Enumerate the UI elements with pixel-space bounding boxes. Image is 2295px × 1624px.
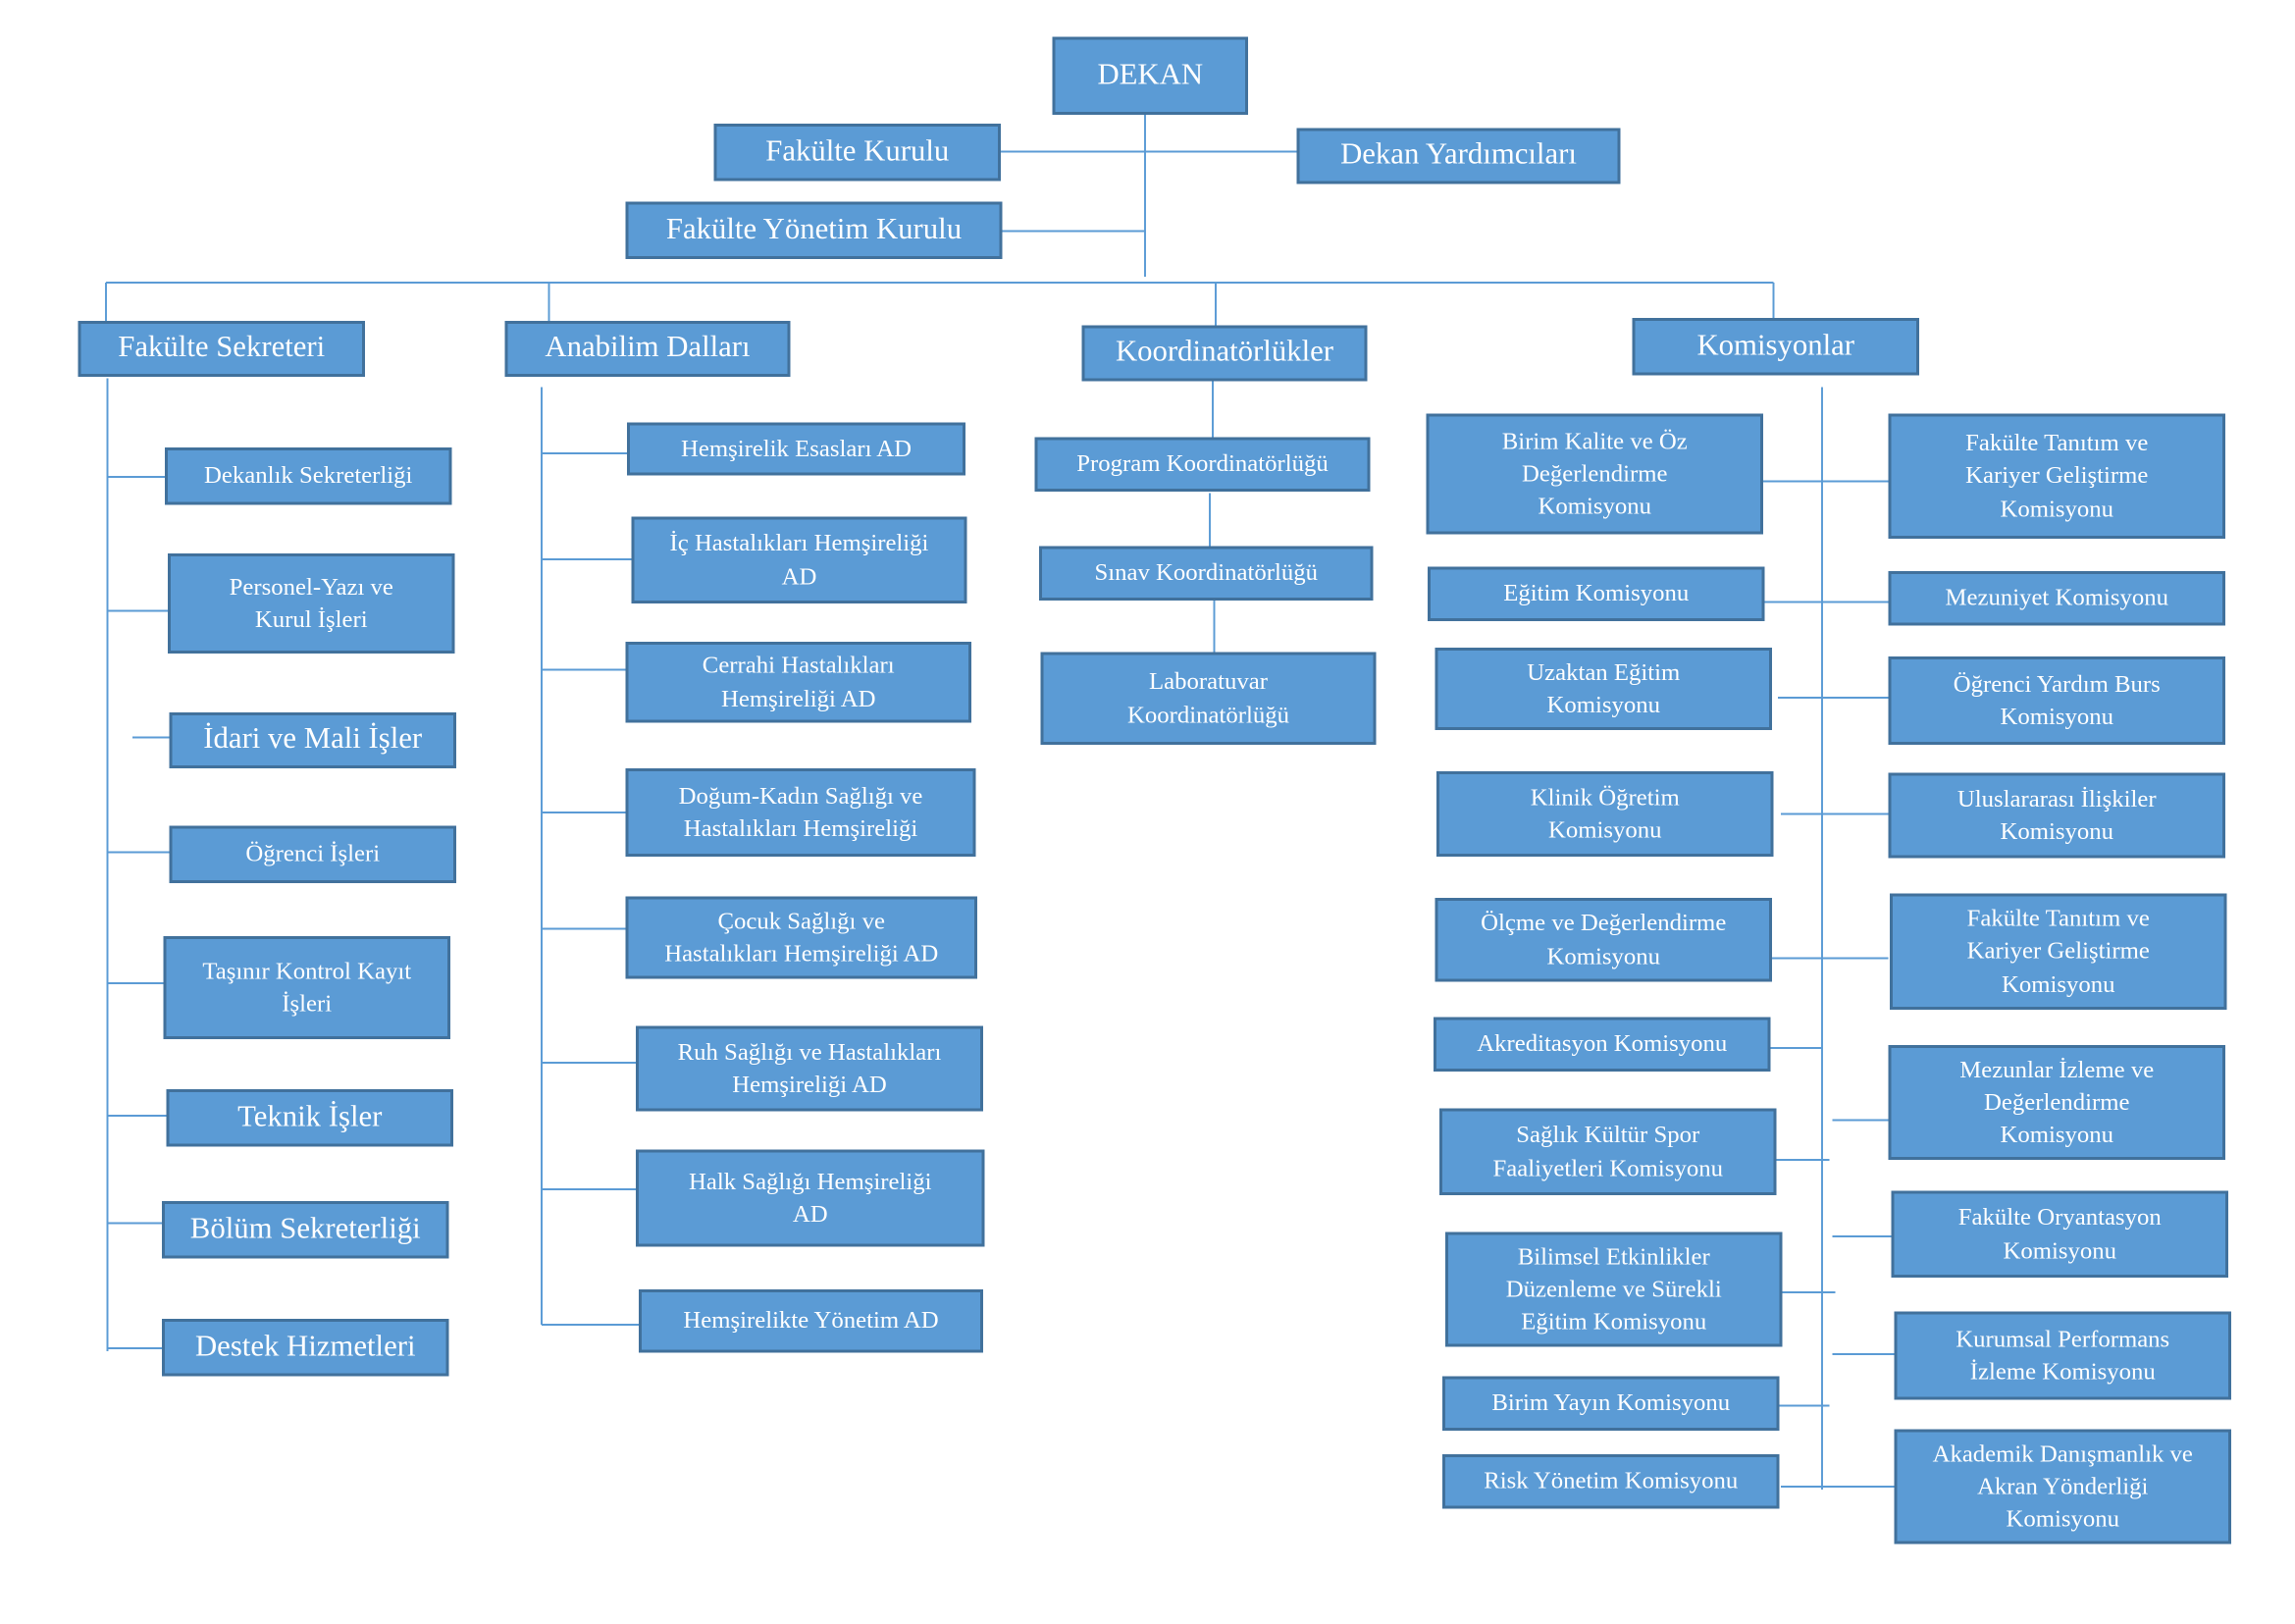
komisyon-item: Risk Yönetim Komisyonu <box>1442 1454 1780 1509</box>
koordinatorluk-item: Sınav Koordinatörlüğü <box>1039 546 1374 601</box>
komisyon-item: Bilimsel Etkinlikler Düzenleme ve Sürekl… <box>1445 1231 1783 1347</box>
anabilim-item: Ruh Sağlığı ve Hastalıkları Hemşireliği … <box>636 1025 983 1112</box>
komisyon-item: Birim Yayın Komisyonu <box>1442 1376 1780 1431</box>
anabilim-dallari-box: Anabilim Dalları <box>504 321 791 377</box>
sekreter-item: Destek Hizmetleri <box>162 1319 449 1377</box>
dekan-yardimcilari-box: Dekan Yardımcıları <box>1296 128 1621 184</box>
fakulte-sekreteri-box: Fakülte Sekreteri <box>78 321 365 377</box>
komisyon-item: Mezunlar İzleme ve Değerlendirme Komisyo… <box>1888 1045 2225 1160</box>
anabilim-item: Cerrahi Hastalıkları Hemşireliği AD <box>625 642 971 723</box>
komisyon-item: Fakülte Tanıtım ve Kariyer Geliştirme Ko… <box>1888 413 2225 539</box>
komisyon-item: Akademik Danışmanlık ve Akran Yönderliği… <box>1894 1429 2231 1545</box>
komisyon-item: Uluslararası İlişkiler Komisyonu <box>1888 772 2225 859</box>
komisyon-item: Klinik Öğretim Komisyonu <box>1436 771 1774 857</box>
komisyon-item: Fakülte Tanıtım ve Kariyer Geliştirme Ko… <box>1890 893 2227 1010</box>
sekreter-item: Bölüm Sekreterliği <box>162 1201 449 1259</box>
koordinatorluk-item: Program Koordinatörlüğü <box>1034 437 1371 492</box>
komisyonlar-box: Komisyonlar <box>1632 318 1919 376</box>
sekreter-item: Dekanlık Sekreterliği <box>165 447 452 505</box>
sekreter-item: İdari ve Mali İşler <box>169 712 456 768</box>
sekreter-item: Taşınır Kontrol Kayıt İşleri <box>163 936 450 1039</box>
komisyon-item: Sağlık Kültür Spor Faaliyetleri Komisyon… <box>1439 1108 1777 1195</box>
komisyon-item: Mezuniyet Komisyonu <box>1888 571 2225 626</box>
anabilim-item: Çocuk Sağlığı ve Hastalıkları Hemşireliğ… <box>625 896 977 979</box>
anabilim-item: İç Hastalıkları Hemşireliği AD <box>631 516 967 603</box>
komisyon-item: Birim Kalite ve Öz Değerlendirme Komisyo… <box>1426 413 1763 535</box>
sekreter-item: Personel-Yazı ve Kurul İşleri <box>168 553 455 654</box>
fakulte-kurulu-box: Fakülte Kurulu <box>713 124 1001 182</box>
koordinatorluk-item: Laboratuvar Koordinatörlüğü <box>1040 652 1377 745</box>
anabilim-item: Halk Sağlığı Hemşireliği AD <box>636 1149 985 1247</box>
anabilim-item: Hemşirelik Esasları AD <box>627 422 965 476</box>
komisyon-item: Fakülte Oryantasyon Komisyonu <box>1891 1190 2228 1278</box>
koordinatorlukler-box: Koordinatörlükler <box>1081 325 1368 382</box>
komisyon-item: Ölçme ve Değerlendirme Komisyonu <box>1434 898 1772 982</box>
anabilim-item: Doğum-Kadın Sağlığı ve Hastalıkları Hemş… <box>625 768 976 857</box>
fakulte-yonetim-kurulu-box: Fakülte Yönetim Kurulu <box>625 201 1003 259</box>
anabilim-item: Hemşirelikte Yönetim AD <box>639 1289 983 1353</box>
komisyon-item: Eğitim Komisyonu <box>1428 566 1765 621</box>
komisyon-item: Uzaktan Eğitim Komisyonu <box>1434 648 1772 730</box>
sekreter-item: Öğrenci İşleri <box>169 825 456 883</box>
komisyon-item: Öğrenci Yardım Burs Komisyonu <box>1888 656 2225 745</box>
komisyon-item: Kurumsal Performans İzleme Komisyonu <box>1894 1311 2231 1400</box>
komisyon-item: Akreditasyon Komisyonu <box>1434 1017 1771 1072</box>
dekan-box: DEKAN <box>1052 36 1248 115</box>
sekreter-item: Teknik İşler <box>166 1089 453 1147</box>
